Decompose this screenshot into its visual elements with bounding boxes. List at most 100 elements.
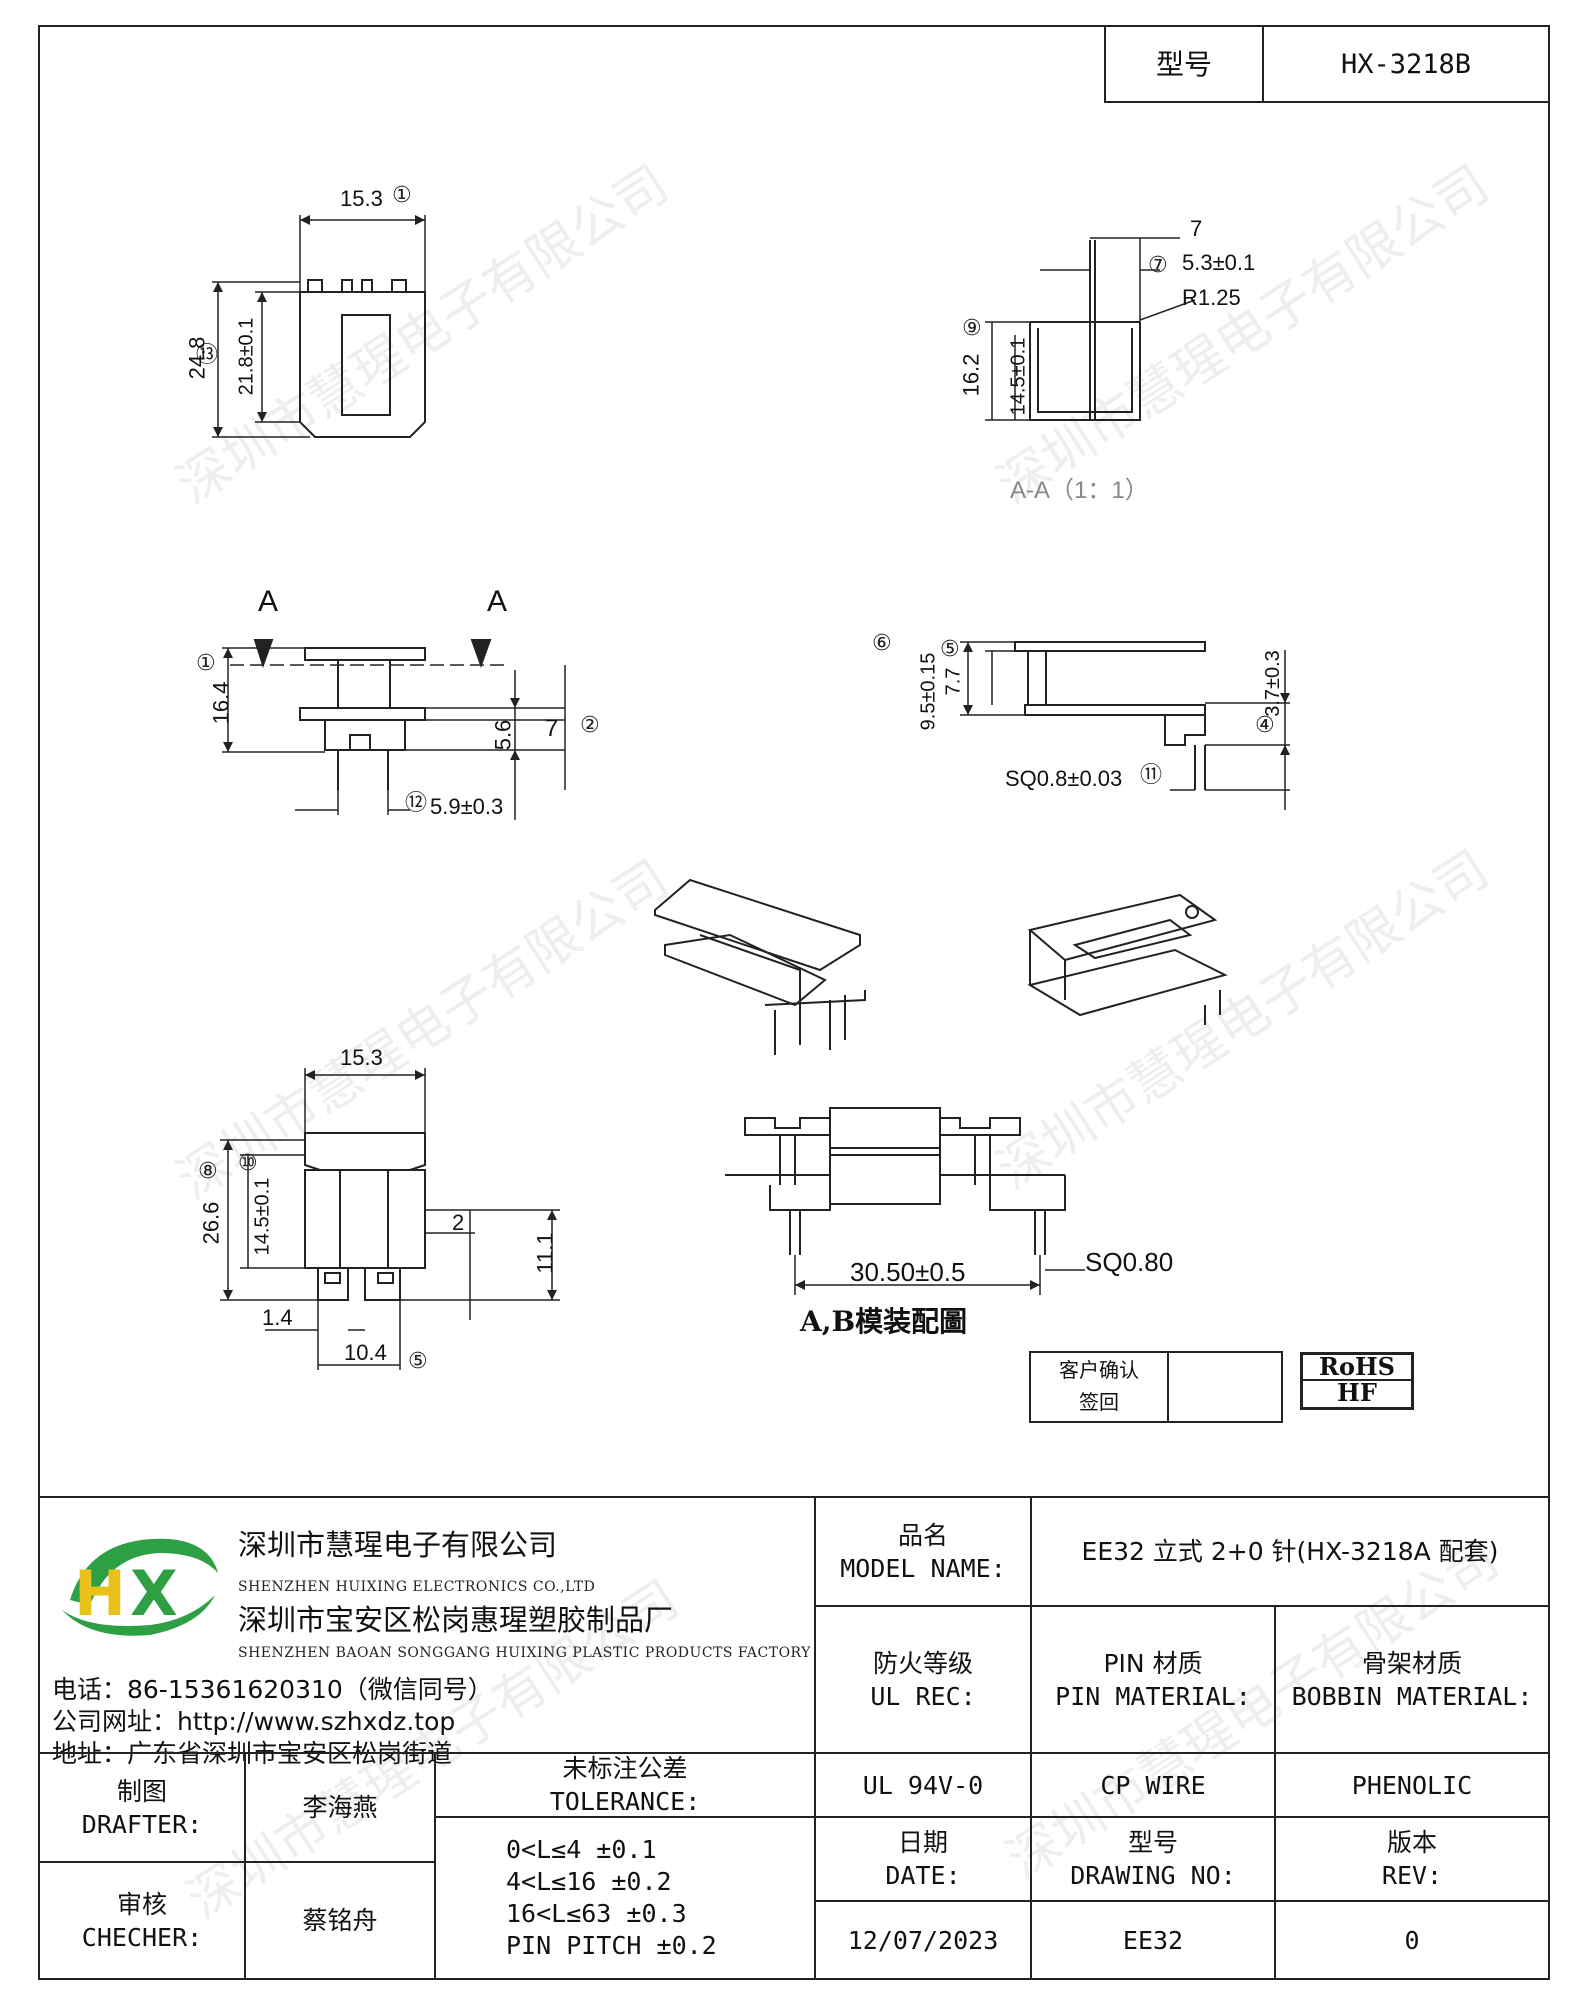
dim-b-14: 1.4 — [262, 1305, 293, 1330]
tolerance-row: 0<L≤4 ±0.1 — [506, 1835, 657, 1864]
drafter-value: 李海燕 — [244, 1752, 436, 1863]
company-website: 公司网址：http://www.szhxdz.top — [52, 1707, 456, 1736]
drawing-no-label: 型号 DRAWING NO: — [1030, 1816, 1276, 1902]
tolerance-table: 0<L≤4 ±0.1 4<L≤16 ±0.2 16<L≤63 ±0.3 PIN … — [434, 1816, 816, 1980]
confirm-line-1: 客户确认 — [1059, 1358, 1139, 1382]
model-name-label: 品名 MODEL NAME: — [814, 1496, 1032, 1607]
dim-assy-width: 30.50±0.5 — [850, 1257, 966, 1287]
assembly-caption: A,B模装配圖 — [800, 1305, 968, 1338]
rev-en: REV: — [1381, 1861, 1443, 1890]
dim-a-7: 7 — [1190, 216, 1203, 241]
svg-text:⑫: ⑫ — [405, 791, 427, 816]
tolerance-row: 16<L≤63 ±0.3 — [506, 1899, 687, 1928]
factory-name-en: SHENZHEN BAOAN SONGGANG HUIXING PLASTIC … — [238, 1645, 811, 1661]
date-cn: 日期 — [897, 1828, 948, 1857]
bobbin-material-label: 骨架材质 BOBBIN MATERIAL: — [1274, 1605, 1550, 1754]
model-name-en: MODEL NAME: — [840, 1553, 1006, 1583]
drafter-label: 制图 DRAFTER: — [38, 1752, 246, 1863]
tolerance-cn: 未标注公差 — [562, 1754, 688, 1783]
tolerance-label: 未标注公差 TOLERANCE: — [434, 1752, 816, 1818]
checker-label: 审核 CHECHER: — [38, 1861, 246, 1980]
svg-text:②: ② — [580, 713, 600, 738]
dim-radius: R1.25 — [1182, 285, 1241, 310]
assembly-view — [725, 1107, 1085, 1295]
bottom-view — [220, 1068, 560, 1370]
company-phone: 电话：86-15361620310（微信同号） — [52, 1675, 493, 1704]
date-en: DATE: — [885, 1861, 961, 1890]
logo-x-letter: X — [130, 1557, 178, 1630]
dim-b-111: 11.1 — [532, 1232, 558, 1274]
customer-confirm-label: 客户确认 签回 — [1032, 1354, 1166, 1418]
dim-h-95: 9.5±0.15 — [917, 652, 940, 731]
dim-slot: 5.3±0.1 — [1182, 250, 1256, 275]
svg-text:①: ① — [196, 651, 216, 676]
side-view — [960, 641, 1290, 810]
dim-h-77: 7.7 — [942, 667, 965, 696]
drawing-no-en: DRAWING NO: — [1070, 1861, 1236, 1890]
isometric-part-a — [654, 878, 866, 1055]
svg-text:⑩: ⑩ — [238, 1151, 258, 1176]
rohs-text: RoHS — [1319, 1352, 1395, 1381]
factory-name-cn: 深圳市宝安区松岗惠瑆塑胶制品厂 — [238, 1603, 674, 1637]
svg-text:⑦: ⑦ — [1148, 253, 1168, 278]
date-label: 日期 DATE: — [814, 1816, 1032, 1902]
dim-top-width: 15.3 — [340, 186, 383, 211]
ul-rec-label: 防火等级 UL REC: — [814, 1605, 1032, 1754]
svg-text:⑥: ⑥ — [872, 631, 892, 656]
company-name-cn: 深圳市慧瑆电子有限公司 — [238, 1528, 558, 1562]
dim-h-37: 3.7±0.3 — [1261, 650, 1284, 717]
dim-h-145: 14.5±0.1 — [1007, 337, 1030, 416]
dim-h-7: 7 — [545, 715, 559, 742]
svg-text:①: ① — [392, 183, 412, 208]
isometric-part-b — [1027, 893, 1228, 1025]
drafter-en: DRAFTER: — [81, 1809, 203, 1839]
section-aa — [985, 237, 1196, 421]
tolerance-row: 4<L≤16 ±0.2 — [506, 1867, 672, 1896]
model-name-text: EE32 立式 2+0 针(HX-3218A 配套) — [1081, 1537, 1499, 1566]
title-block — [38, 1496, 1550, 1980]
top-view — [212, 215, 426, 438]
dim-bottom-width: 15.3 — [340, 1045, 383, 1070]
svg-text:⑪: ⑪ — [1140, 763, 1162, 788]
model-name-value: EE32 立式 2+0 针(HX-3218A 配套) — [1030, 1496, 1550, 1607]
dim-b-104: 10.4 — [344, 1340, 387, 1365]
pin-material-value: CP WIRE — [1030, 1752, 1276, 1818]
svg-text:⑤: ⑤ — [408, 1349, 428, 1374]
dim-h-56: 5.6 — [490, 719, 516, 751]
rev-cn: 版本 — [1386, 1828, 1437, 1857]
svg-text:⑨: ⑨ — [962, 316, 982, 341]
pin-material-cn: PIN 材质 — [1103, 1648, 1203, 1678]
dim-bottom-height: 26.6 — [198, 1201, 224, 1245]
date-value: 12/07/2023 — [814, 1900, 1032, 1980]
drawing-no-cn: 型号 — [1127, 1828, 1178, 1857]
bobbin-material-value: PHENOLIC — [1274, 1752, 1550, 1818]
dim-bottom-inner: 14.5±0.1 — [251, 1177, 274, 1256]
pin-material-en: PIN MATERIAL: — [1055, 1681, 1251, 1711]
svg-text:⑧: ⑧ — [198, 1159, 218, 1184]
rev-value: 0 — [1274, 1900, 1550, 1980]
tolerance-en: TOLERANCE: — [549, 1787, 701, 1816]
company-name-en: SHENZHEN HUIXING ELECTRONICS CO.,LTD — [238, 1579, 596, 1595]
rev-label: 版本 REV: — [1274, 1816, 1550, 1902]
section-a-left: A — [258, 585, 279, 618]
svg-text:⑤: ⑤ — [940, 637, 960, 662]
front-view — [222, 639, 566, 820]
confirm-line-2: 签回 — [1079, 1390, 1119, 1414]
header-model-value: HX-3218B — [1262, 25, 1550, 103]
rohs-hf-badge: RoHS HF — [1300, 1352, 1414, 1410]
drawing-no-value: EE32 — [1030, 1900, 1276, 1980]
customer-confirm-box — [1029, 1351, 1283, 1423]
checker-cn: 审核 — [116, 1889, 167, 1919]
dim-inner-height: 21.8±0.1 — [235, 317, 258, 396]
logo-h-letter: H — [74, 1557, 126, 1630]
checker-value: 蔡铭舟 — [244, 1861, 436, 1980]
model-name-cn: 品名 — [897, 1520, 948, 1550]
checker-en: CHECHER: — [81, 1922, 203, 1952]
bobbin-material-cn: 骨架材质 — [1361, 1648, 1462, 1678]
section-a-right: A — [487, 585, 508, 618]
tolerance-row: PIN PITCH ±0.2 — [506, 1931, 717, 1960]
svg-text:④: ④ — [1255, 713, 1275, 738]
pin-material-label: PIN 材质 PIN MATERIAL: — [1030, 1605, 1276, 1754]
section-caption: A-A（1：1） — [1010, 477, 1149, 504]
